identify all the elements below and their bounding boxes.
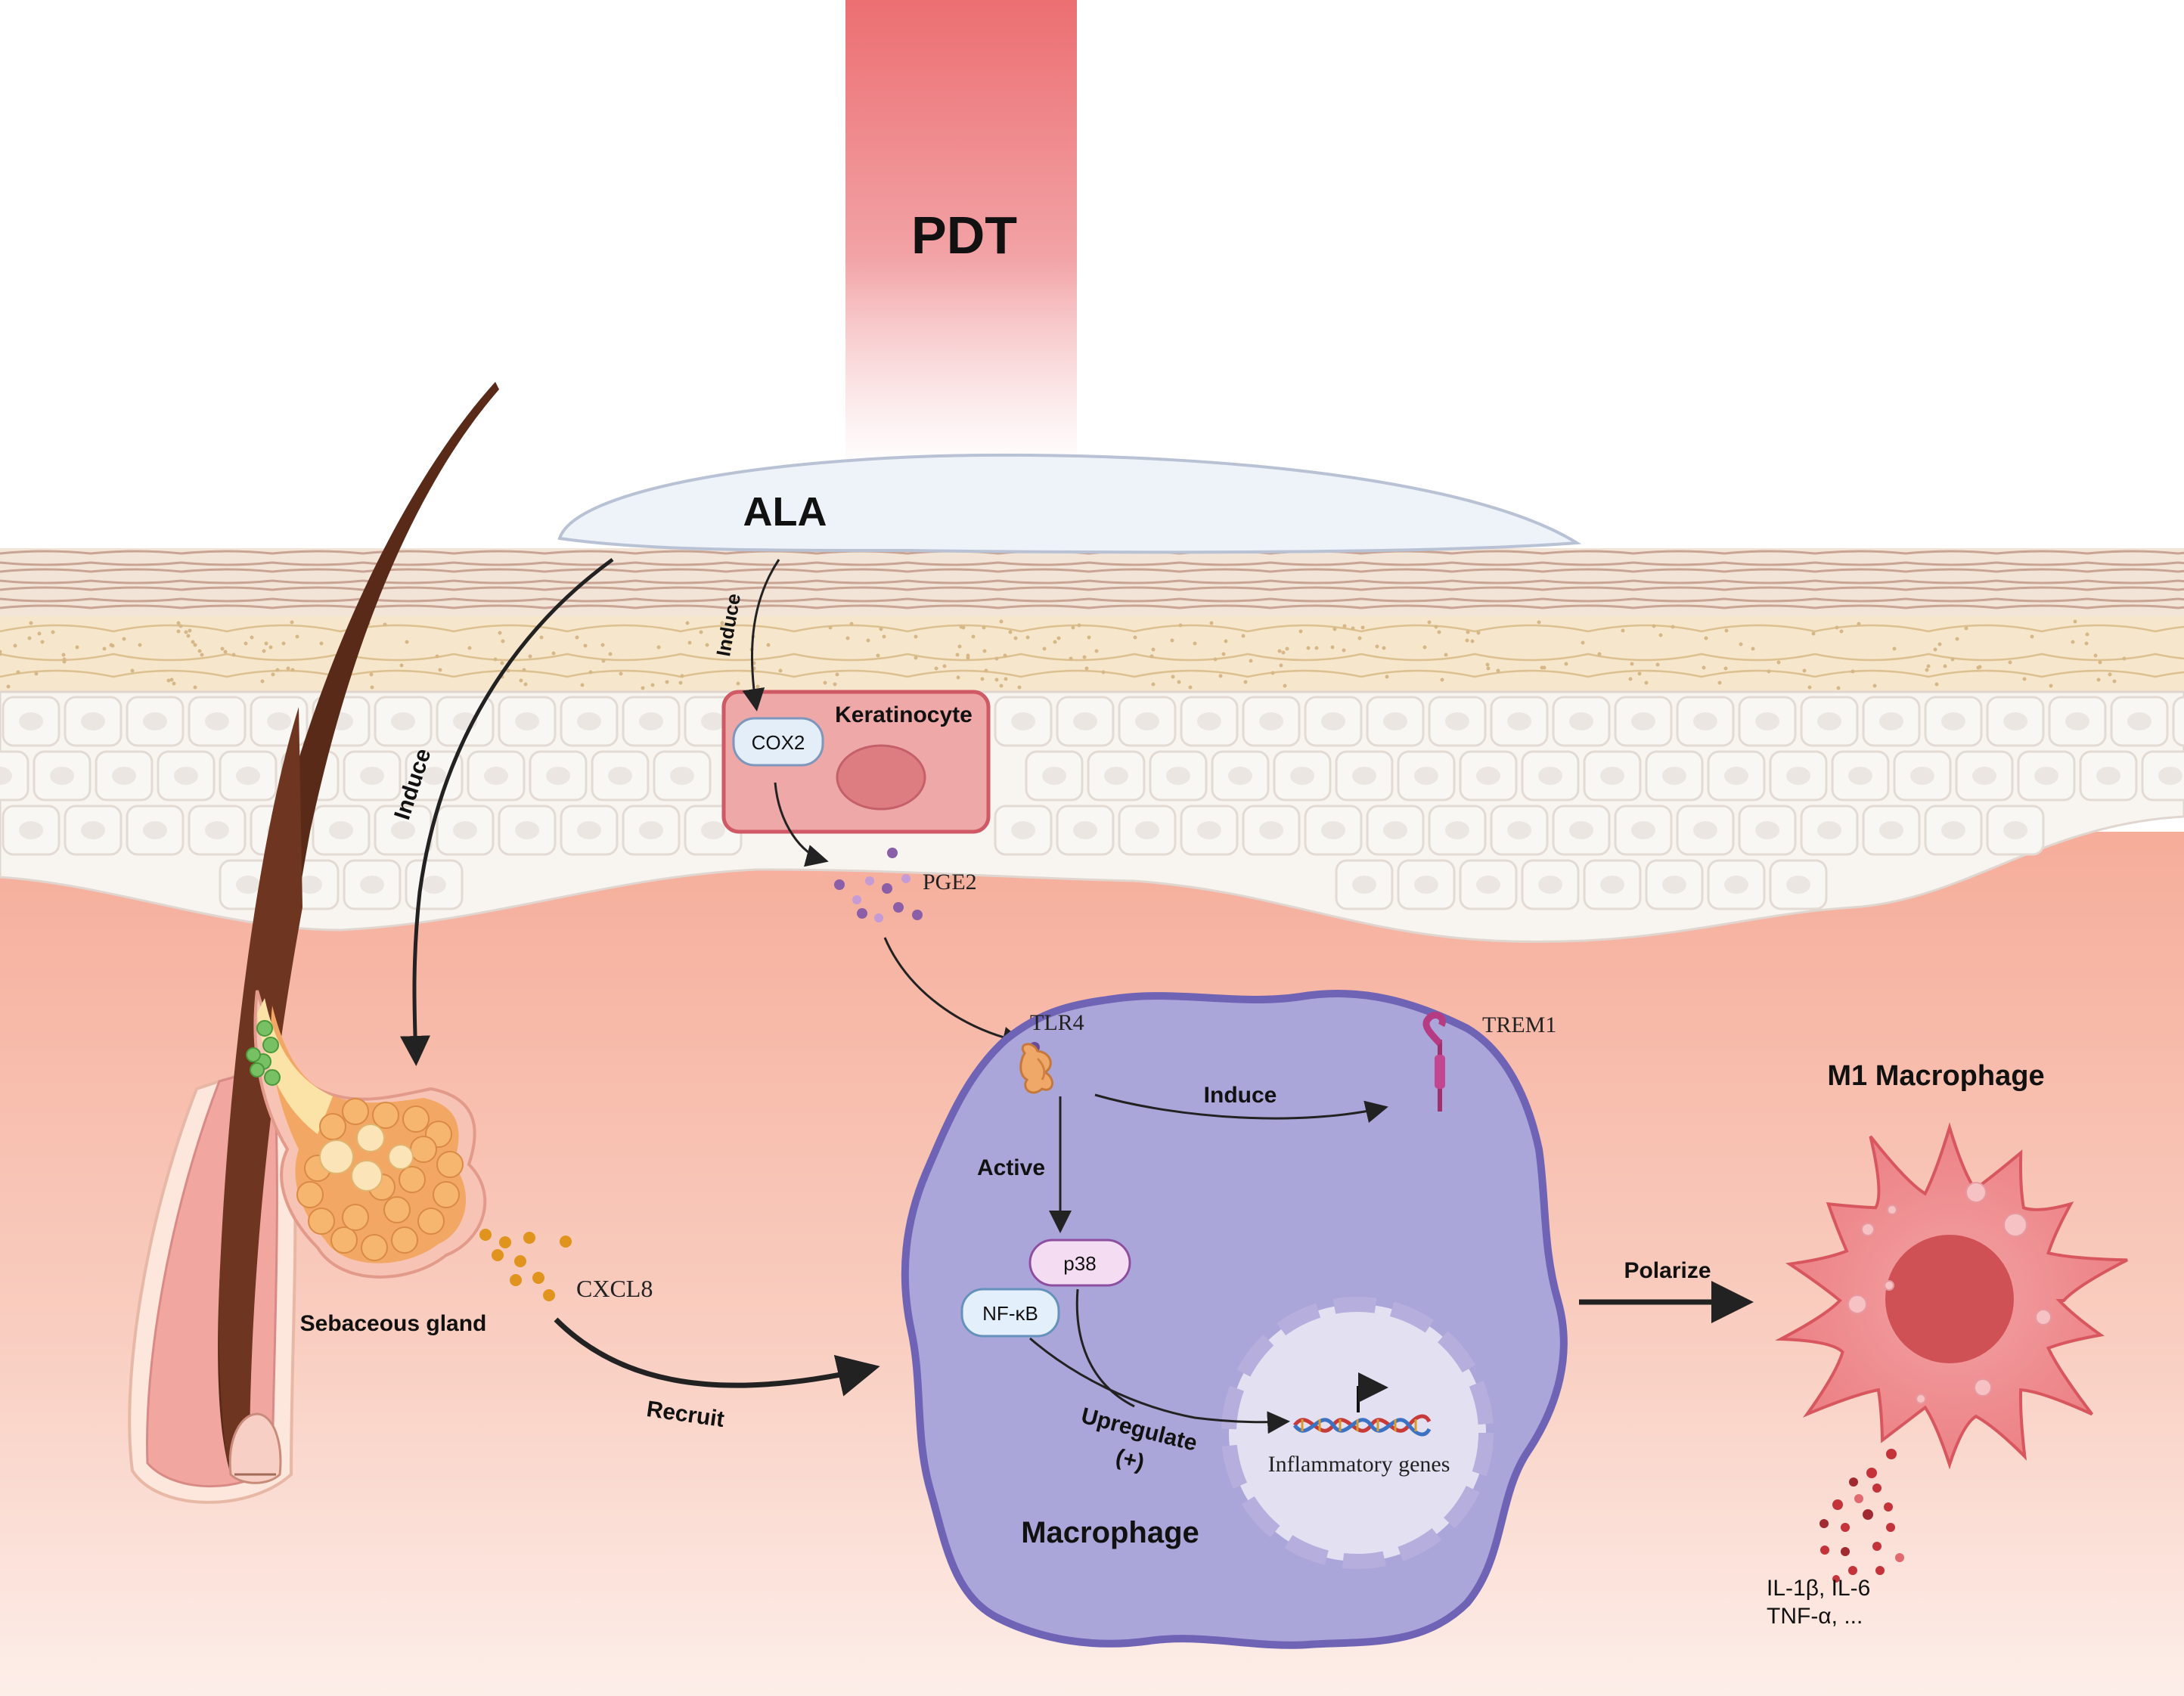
transcription-start-icon bbox=[1357, 1372, 1388, 1412]
cox2-label: COX2 bbox=[752, 731, 805, 754]
cytokines-line2: TNF-α, ... bbox=[1767, 1604, 1863, 1629]
tlr4-label: TLR4 bbox=[1030, 1010, 1084, 1035]
sebaceous-green-cells bbox=[246, 1020, 281, 1086]
macrophage-label: Macrophage bbox=[1021, 1516, 1199, 1549]
ala-to-cox2-arrow bbox=[742, 559, 780, 712]
ala-label: ALA bbox=[743, 489, 827, 535]
trem1-receptor-icon bbox=[1422, 1012, 1446, 1112]
m1-nucleus bbox=[1885, 1235, 2014, 1363]
nfkb-label: NF-κB bbox=[982, 1302, 1038, 1325]
dna-icon bbox=[1292, 1414, 1432, 1437]
cox2-to-pge2-arrow bbox=[774, 782, 829, 867]
pdt-light-beam bbox=[845, 0, 1077, 469]
pge2-to-tlr4-arrow bbox=[883, 937, 1025, 1050]
nfkb-protein bbox=[960, 1288, 1060, 1338]
active-label: Active bbox=[977, 1155, 1045, 1180]
inflammatory-genes-label: Inflammatory genes bbox=[1268, 1452, 1450, 1477]
p38-label: p38 bbox=[1063, 1252, 1096, 1275]
macrophage-nucleus bbox=[1221, 1297, 1494, 1569]
m1-vesicles bbox=[1847, 1182, 2052, 1404]
keratinocyte-label: Keratinocyte bbox=[835, 702, 973, 727]
stratum-corneum bbox=[0, 548, 2184, 616]
sebaceous-gland bbox=[246, 990, 487, 1279]
induce-trem1-label: Induce bbox=[1204, 1083, 1277, 1108]
recruit-arrow bbox=[554, 1317, 880, 1397]
epidermis-cells bbox=[0, 696, 2184, 910]
polarize-label: Polarize bbox=[1624, 1258, 1711, 1283]
tlr4-to-trem1-arrow bbox=[1094, 1093, 1388, 1123]
cox2-protein bbox=[732, 717, 824, 767]
cxcl8-dots bbox=[479, 1229, 572, 1301]
ala-to-gland-arrow bbox=[400, 557, 614, 1066]
pge2-label: PGE2 bbox=[923, 870, 977, 895]
cytokines-line1: IL-1β, IL-6 bbox=[1767, 1576, 1870, 1601]
keratinocyte-nucleus bbox=[836, 744, 926, 811]
p38-protein bbox=[1028, 1239, 1131, 1287]
m1-macrophage-label: M1 Macrophage bbox=[1827, 1060, 2044, 1092]
tlr4-receptor-icon bbox=[1019, 1042, 1053, 1094]
upregulate-arrow bbox=[1029, 1337, 1290, 1434]
pge2-dots bbox=[834, 848, 923, 922]
pdt-label: PDT bbox=[911, 206, 1017, 265]
trem1-label: TREM1 bbox=[1482, 1012, 1556, 1037]
ala-droplet bbox=[557, 453, 1582, 554]
cxcl8-label: CXCL8 bbox=[576, 1275, 653, 1302]
sebaceous-gland-label: Sebaceous gland bbox=[300, 1311, 487, 1336]
cytokine-dots bbox=[1819, 1449, 1904, 1583]
p38-upregulate-line bbox=[1075, 1288, 1135, 1408]
